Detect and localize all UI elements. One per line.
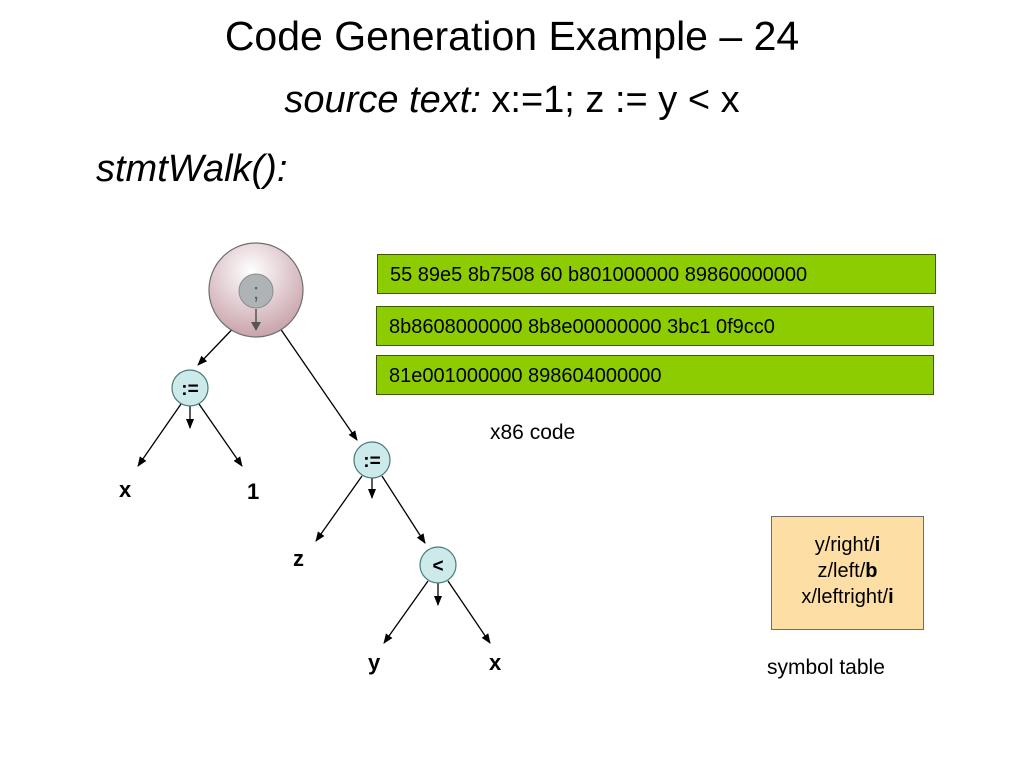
root-label: ; bbox=[253, 279, 259, 304]
symbol-entry: y/right/i bbox=[814, 534, 881, 556]
assign1-node bbox=[171, 369, 209, 407]
edge-assign2-z bbox=[315, 475, 363, 542]
assign2-node bbox=[353, 441, 391, 479]
compare-label: < bbox=[432, 556, 443, 577]
edge-compare-y bbox=[383, 580, 429, 644]
code-line-1: 55 89e5 8b7508 60 b801000000 89860000000 bbox=[377, 254, 936, 294]
edge-assign1-x bbox=[137, 403, 182, 467]
compare-node bbox=[419, 546, 457, 584]
code-line-2: 8b8608000000 8b8e00000000 3bc1 0f9cc0 bbox=[376, 306, 934, 346]
assign2-label: := bbox=[363, 451, 380, 472]
leaf-x-1: x bbox=[119, 477, 132, 502]
source-text-line: source text: x:=1; z := y < x bbox=[0, 76, 1024, 124]
leaf-z: z bbox=[293, 546, 304, 571]
symbol-entry: z/left/b bbox=[817, 560, 878, 582]
edge-compare-x bbox=[447, 580, 491, 644]
assign1-label: := bbox=[181, 379, 198, 400]
source-text-label: source text: bbox=[284, 79, 481, 121]
symbol-table: y/right/i z/left/b x/leftright/i bbox=[771, 516, 924, 630]
stmtwalk-label: stmtWalk(): bbox=[96, 148, 288, 190]
symbol-entry: x/leftright/i bbox=[801, 586, 894, 608]
leaf-x-2: x bbox=[489, 650, 502, 675]
code-caption: x86 code bbox=[490, 421, 576, 444]
edge-root-assign2 bbox=[272, 317, 358, 441]
leaf-one: 1 bbox=[247, 479, 260, 504]
edge-assign1-1 bbox=[198, 403, 243, 467]
slide-title: Code Generation Example – 24 bbox=[224, 13, 800, 59]
leaf-y: y bbox=[368, 650, 381, 675]
edge-assign2-compare bbox=[381, 475, 426, 544]
symbol-table-caption: symbol table bbox=[767, 656, 885, 679]
code-line-3: 81e001000000 898604000000 bbox=[376, 355, 934, 395]
root-inner-node bbox=[238, 273, 274, 309]
source-text-code: x:=1; z := y < x bbox=[491, 79, 740, 121]
